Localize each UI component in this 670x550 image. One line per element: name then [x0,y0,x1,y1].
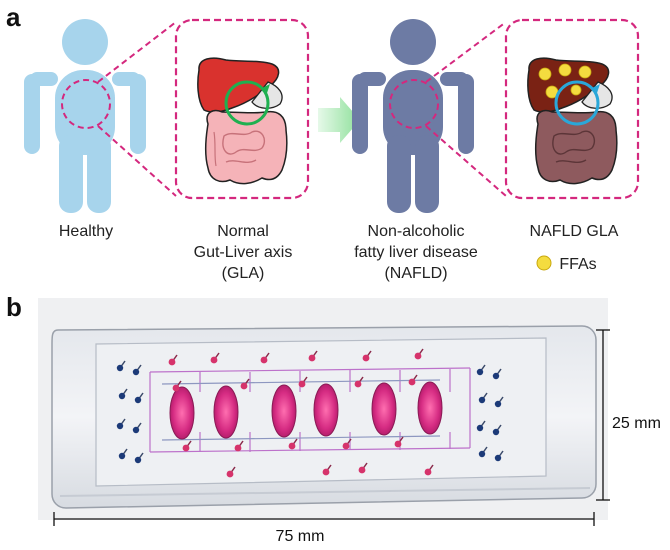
nafld-callout-line-bottom [425,125,507,197]
width-dimension-label: 75 mm [276,528,325,545]
microfluidic-channels [149,367,471,453]
normal-gla-callout-box [174,18,310,200]
panel-a-letter: a [6,2,21,32]
culture-chamber [271,384,297,438]
nafld-callout-line-top [425,21,507,83]
fatty-gut-icon [534,109,618,185]
height-dimension-label: 25 mm [612,415,661,432]
label-nafld-line1: Non-alcoholic [368,223,465,240]
label-nafld-gla: NAFLD GLA [530,223,619,240]
culture-chamber [213,385,239,439]
label-healthy: Healthy [59,223,113,240]
label-normal-gla-line3: (GLA) [222,265,265,282]
healthy-gut-icon [204,109,288,185]
ffa-droplets [538,63,592,99]
label-normal-gla-line2: Gut-Liver axis [194,244,293,261]
culture-chamber [417,381,443,435]
ffa-legend-dot [536,255,552,271]
culture-chamber [371,382,397,436]
label-ffas: FFAs [559,256,596,273]
healthy-human-figure [24,19,146,213]
label-normal-gla-line1: Normal [217,223,269,240]
nafld-gla-arrowhead [592,84,600,93]
nafld-gla-ring [554,80,600,126]
healthy-abdomen-marker [61,79,111,129]
panel-b-letter: b [6,292,22,322]
healthy-gla-arrowhead [262,84,270,93]
nafld-gla-callout-box [504,18,640,200]
nafld-human-figure [352,19,474,213]
healthy-gla-ring [224,80,270,126]
culture-chambers [169,381,443,440]
width-dimension [53,512,595,526]
transition-arrow [318,97,360,143]
height-dimension [596,329,610,501]
healthy-callout-line-top [97,21,177,83]
label-nafld-line2: fatty liver disease [354,244,478,261]
nafld-abdomen-marker [389,79,439,129]
culture-chamber [169,386,195,440]
culture-chamber [313,383,339,437]
label-nafld-line3: (NAFLD) [384,265,447,282]
healthy-callout-line-bottom [97,125,177,197]
